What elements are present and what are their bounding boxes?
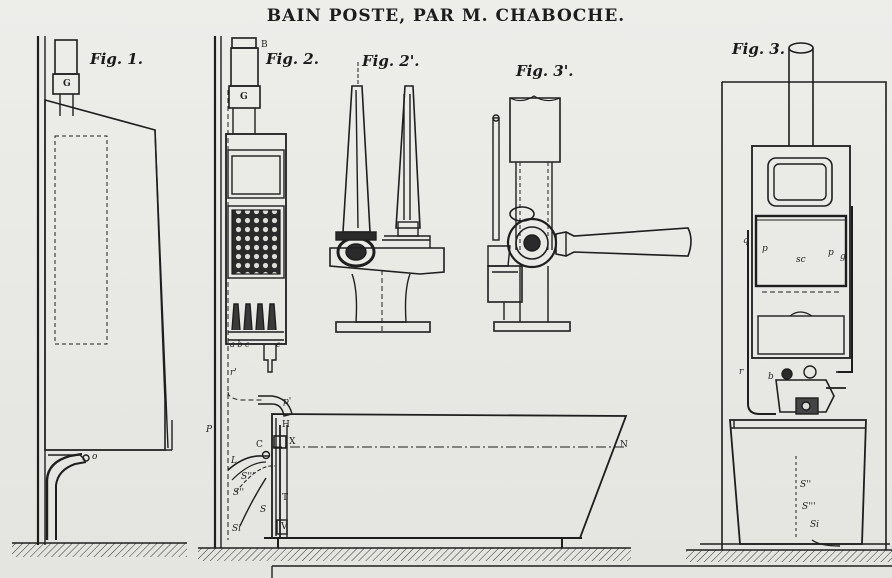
label-s-triple: S''': [241, 472, 255, 482]
label-l: L: [231, 456, 237, 466]
label-b: B: [261, 40, 268, 50]
label-b-fig3: b: [768, 372, 774, 382]
label-h: H: [282, 420, 290, 430]
fig1-caption: Fig. 1.: [90, 50, 143, 68]
label-p-fig3: p: [762, 244, 768, 254]
label-n: N: [620, 440, 628, 450]
label-v: V: [281, 522, 288, 532]
fig3b-caption: Fig. 3'.: [516, 62, 574, 80]
label-si-fig3: Si: [810, 520, 820, 530]
fig2b-caption: Fig. 2'.: [362, 52, 420, 70]
fig2-front-elevation: [213, 36, 628, 548]
fig3-caption: Fig. 3.: [732, 40, 785, 58]
label-p-prime: p': [283, 397, 292, 407]
fig3b-valve-detail: [487, 95, 692, 332]
ground-line-left: [12, 542, 187, 557]
fig2-caption: Fig. 2.: [266, 50, 319, 68]
label-t: T: [282, 493, 289, 503]
label-g-fig2: G: [240, 92, 248, 102]
label-g-fig1: G: [63, 79, 71, 89]
plate-title: BAIN POSTE, PAR M. CHABOCHE.: [266, 6, 626, 26]
label-p: P: [206, 425, 213, 435]
fig2b-burner-detail: [329, 62, 445, 333]
label-s-double: S'': [233, 488, 245, 498]
label-o: o: [92, 452, 98, 462]
label-q: q: [743, 236, 749, 246]
label-p-right: p: [828, 248, 834, 258]
label-s: S: [260, 505, 267, 515]
ground-line-middle: [198, 547, 631, 561]
fig1-side-elevation: [36, 36, 173, 545]
label-x: X: [289, 437, 296, 447]
label-g-fig3: g: [840, 252, 846, 262]
label-e: e: [276, 340, 281, 349]
label-s-double-fig3: S'': [800, 480, 812, 490]
label-r: r': [230, 368, 237, 378]
label-c: C: [256, 440, 263, 450]
label-sc: sc: [796, 255, 806, 265]
label-r-fig3: r: [739, 367, 744, 377]
ground-line-right: [686, 549, 892, 562]
label-s-triple-fig3: S''': [802, 502, 816, 512]
label-si: Si: [232, 524, 242, 534]
fig3-section-view: [700, 42, 890, 550]
label-abc: a b c: [230, 340, 250, 349]
